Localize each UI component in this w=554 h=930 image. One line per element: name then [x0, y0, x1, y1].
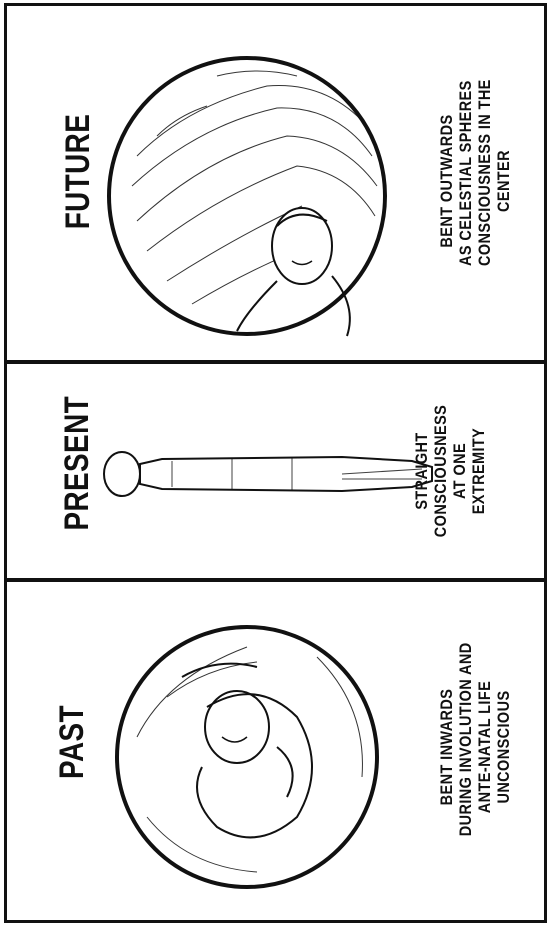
panel-past: PAST BENT INWARDS DURING INVOLUTION AND …: [7, 582, 544, 920]
panel-caption-future: BENT OUTWARDS AS CELESTIAL SPHERES CONSC…: [437, 96, 527, 266]
panel-caption-past: BENT INWARDS DURING INVOLUTION AND ANTE-…: [437, 658, 527, 837]
illustration-frame: FUTURE BENT OUTWARDS AS CELESTIAL SPHE: [4, 3, 547, 923]
figure-inward-sphere: [107, 617, 387, 897]
panel-caption-present: STRAIGHT CONSCIOUSNESS AT ONE EXTREMITY: [412, 403, 502, 539]
panel-present: PRESENT STRAIGHT CONSCIOUSNESS AT ONE EX…: [7, 364, 544, 578]
panel-title-future: FUTURE: [58, 123, 98, 230]
panel-title-past: PAST: [52, 697, 92, 787]
figure-straight: [92, 419, 442, 529]
panel-future: FUTURE BENT OUTWARDS AS CELESTIAL SPHE: [7, 6, 544, 356]
panel-title-present: PRESENT: [57, 408, 97, 531]
figure-outward-sphere: [97, 46, 397, 346]
